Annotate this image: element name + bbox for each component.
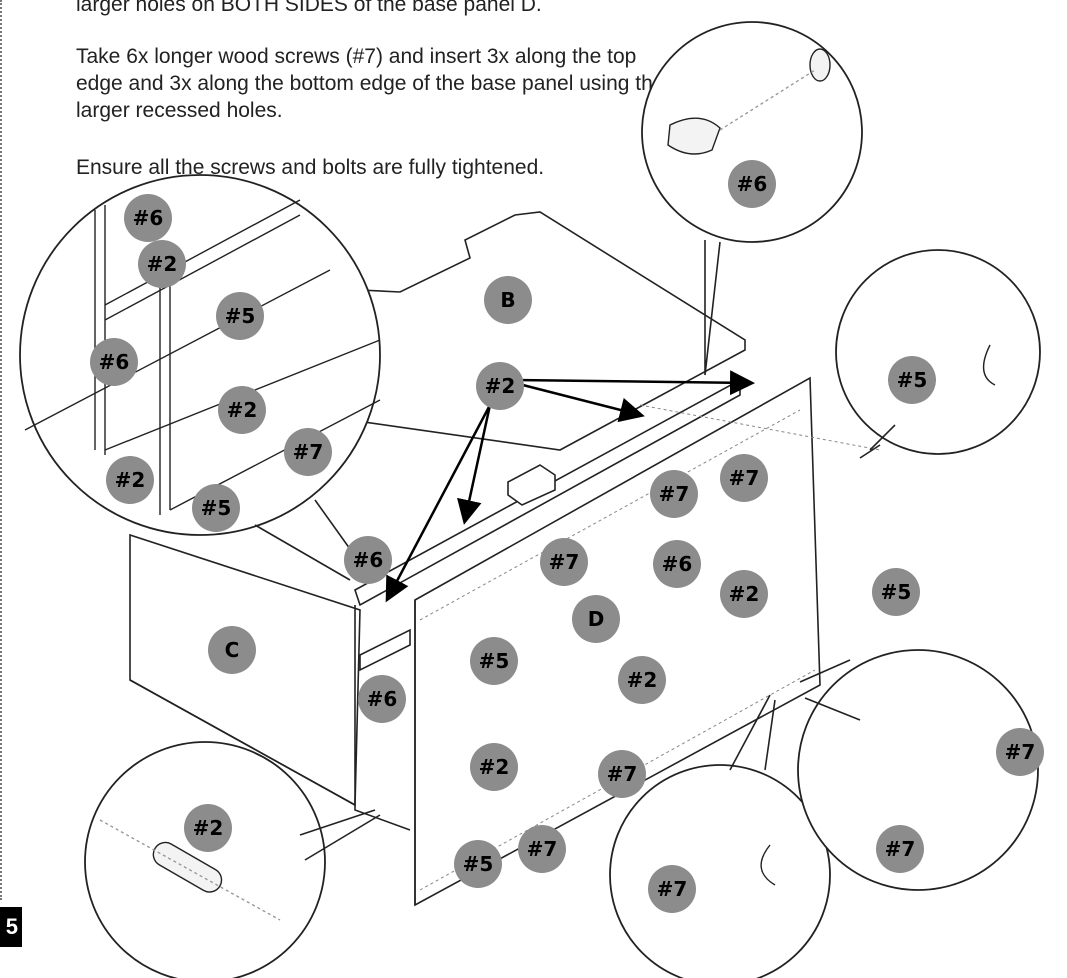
instruction-line-1: larger holes on BOTH SIDES of the base p… (76, 0, 542, 16)
part-7-badge: #7 (284, 428, 332, 476)
part-6-badge: #6 (344, 536, 392, 584)
part-6-badge: #6 (358, 675, 406, 723)
part-2-badge: #2 (184, 804, 232, 852)
part-2-badge: #2 (720, 570, 768, 618)
part-6-badge: #6 (653, 540, 701, 588)
part-5-badge: #5 (470, 637, 518, 685)
detail-circle-left-hinge (19, 174, 381, 536)
part-5-badge: #5 (454, 840, 502, 888)
part-5-badge: #5 (872, 568, 920, 616)
panel-c-badge: C (208, 626, 256, 674)
part-7-badge: #7 (648, 865, 696, 913)
part-2-badge: #2 (218, 386, 266, 434)
detail-circle-dowel (84, 741, 326, 978)
panel-d-badge: D (572, 595, 620, 643)
instruction-line-3: Ensure all the screws and bolts are full… (76, 156, 545, 179)
detail-circle-top-dowel (641, 21, 863, 243)
part-5-badge: #5 (888, 356, 936, 404)
part-7-badge: #7 (598, 750, 646, 798)
part-5-badge: #5 (192, 484, 240, 532)
page-number: 5 (0, 907, 22, 947)
instruction-line-2: Take 6x longer wood screws (#7) and inse… (76, 45, 665, 122)
part-2-badge: #2 (618, 656, 666, 704)
part-2-badge: #2 (470, 743, 518, 791)
part-5-badge: #5 (216, 292, 264, 340)
part-7-badge: #7 (540, 538, 588, 586)
part-7-badge: #7 (518, 825, 566, 873)
part-2-badge: #2 (106, 456, 154, 504)
part-6-badge: #6 (728, 160, 776, 208)
panel-b-badge: B (484, 276, 532, 324)
part-6-badge: #6 (124, 194, 172, 242)
part-2-badge: #2 (476, 362, 524, 410)
part-6-badge: #6 (90, 338, 138, 386)
detail-circle-screwdriver (609, 764, 831, 978)
part-7-badge: #7 (876, 825, 924, 873)
part-7-badge: #7 (720, 454, 768, 502)
detail-circle-wood-screw (797, 649, 1039, 891)
part-7-badge: #7 (650, 470, 698, 518)
detail-circle-right-bolt (835, 249, 1041, 455)
part-2-badge: #2 (138, 240, 186, 288)
part-7-badge: #7 (996, 728, 1044, 776)
page-edge-dotted-line (0, 0, 6, 900)
